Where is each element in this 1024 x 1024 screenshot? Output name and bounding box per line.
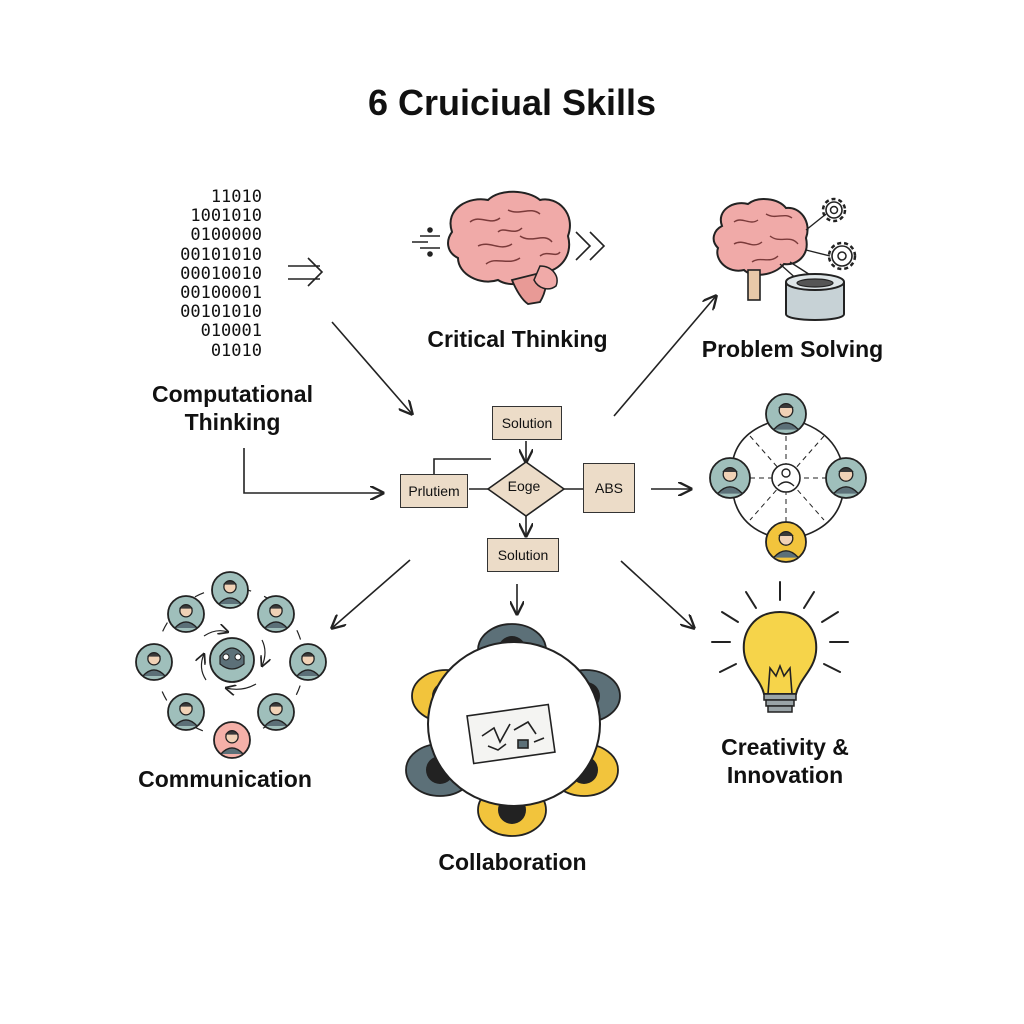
person-avatar-icon xyxy=(213,721,251,759)
person-avatar-icon xyxy=(211,571,249,609)
binary-line: 00101010 xyxy=(180,302,262,323)
label-computational-thinking: Computational Thinking xyxy=(152,381,313,435)
dot-icon xyxy=(427,251,433,257)
flowchart-decision-label: Eoge xyxy=(507,478,541,494)
equals-sign-icon xyxy=(412,235,440,249)
whiteboard-sketch xyxy=(466,703,556,765)
person-avatar-icon xyxy=(765,393,807,435)
binary-line: 11010 xyxy=(210,187,262,207)
flowchart-solution-bottom: Solution xyxy=(487,538,559,572)
problem-solving-illustration xyxy=(712,197,857,321)
binary-line: 00010010 xyxy=(180,263,262,284)
flowchart-abs-box: ABS xyxy=(583,463,635,513)
page-title: 6 Cruiciual Skills xyxy=(367,82,657,123)
person-avatar-icon xyxy=(709,457,751,499)
arrow-to-communication xyxy=(332,559,411,628)
binary-code-block: 11010 1001010 0100000 00101010 00010010 … xyxy=(150,187,262,361)
person-avatar-icon xyxy=(825,457,867,499)
binary-line: 00101010 xyxy=(180,244,262,265)
arrow-to-creativity xyxy=(620,560,694,628)
arrow-to-problem-solving xyxy=(613,296,716,417)
brain-icon xyxy=(712,198,809,276)
chevron-double-right-icon xyxy=(575,231,606,261)
connector-arrows xyxy=(243,227,716,628)
flowchart-solution-top: Solution xyxy=(492,406,562,440)
binary-line: 0100000 xyxy=(190,225,262,246)
person-avatar-icon xyxy=(765,521,807,563)
flowchart-decision-diamond xyxy=(486,461,566,517)
gear-icon xyxy=(827,241,857,271)
double-arrow-icon xyxy=(288,257,324,287)
cylinder-icon xyxy=(785,273,845,321)
label-communication: Communication xyxy=(138,766,312,792)
binary-line: 00100001 xyxy=(180,283,262,304)
collaboration-table xyxy=(405,623,621,837)
person-avatar-icon xyxy=(135,643,173,681)
label-collaboration: Collaboration xyxy=(438,849,587,875)
flowchart-lines xyxy=(433,441,583,536)
label-problem-solving: Problem Solving xyxy=(701,336,884,362)
label-critical-thinking: Critical Thinking xyxy=(427,326,608,352)
binary-line: 010001 xyxy=(200,321,262,342)
brain-icon xyxy=(447,190,571,305)
lightbulb-icon xyxy=(711,581,849,713)
binary-line: 01010 xyxy=(210,340,262,361)
people-network-diagram xyxy=(731,417,845,541)
person-avatar-icon xyxy=(167,693,205,731)
binary-line: 1001010 xyxy=(190,206,262,227)
person-avatar-icon xyxy=(257,693,295,731)
person-avatar-icon xyxy=(167,595,205,633)
label-creativity-innovation: Creativity & Innovation xyxy=(721,734,849,788)
arrow-computational-to-center xyxy=(331,321,412,414)
arrow-elbow-to-flowchart xyxy=(243,448,383,493)
dot-icon xyxy=(427,227,433,233)
gear-icon xyxy=(821,197,847,223)
person-avatar-icon xyxy=(289,643,327,681)
flowchart-problem-box: Prlutiem xyxy=(400,474,468,508)
person-avatar-icon xyxy=(257,595,295,633)
